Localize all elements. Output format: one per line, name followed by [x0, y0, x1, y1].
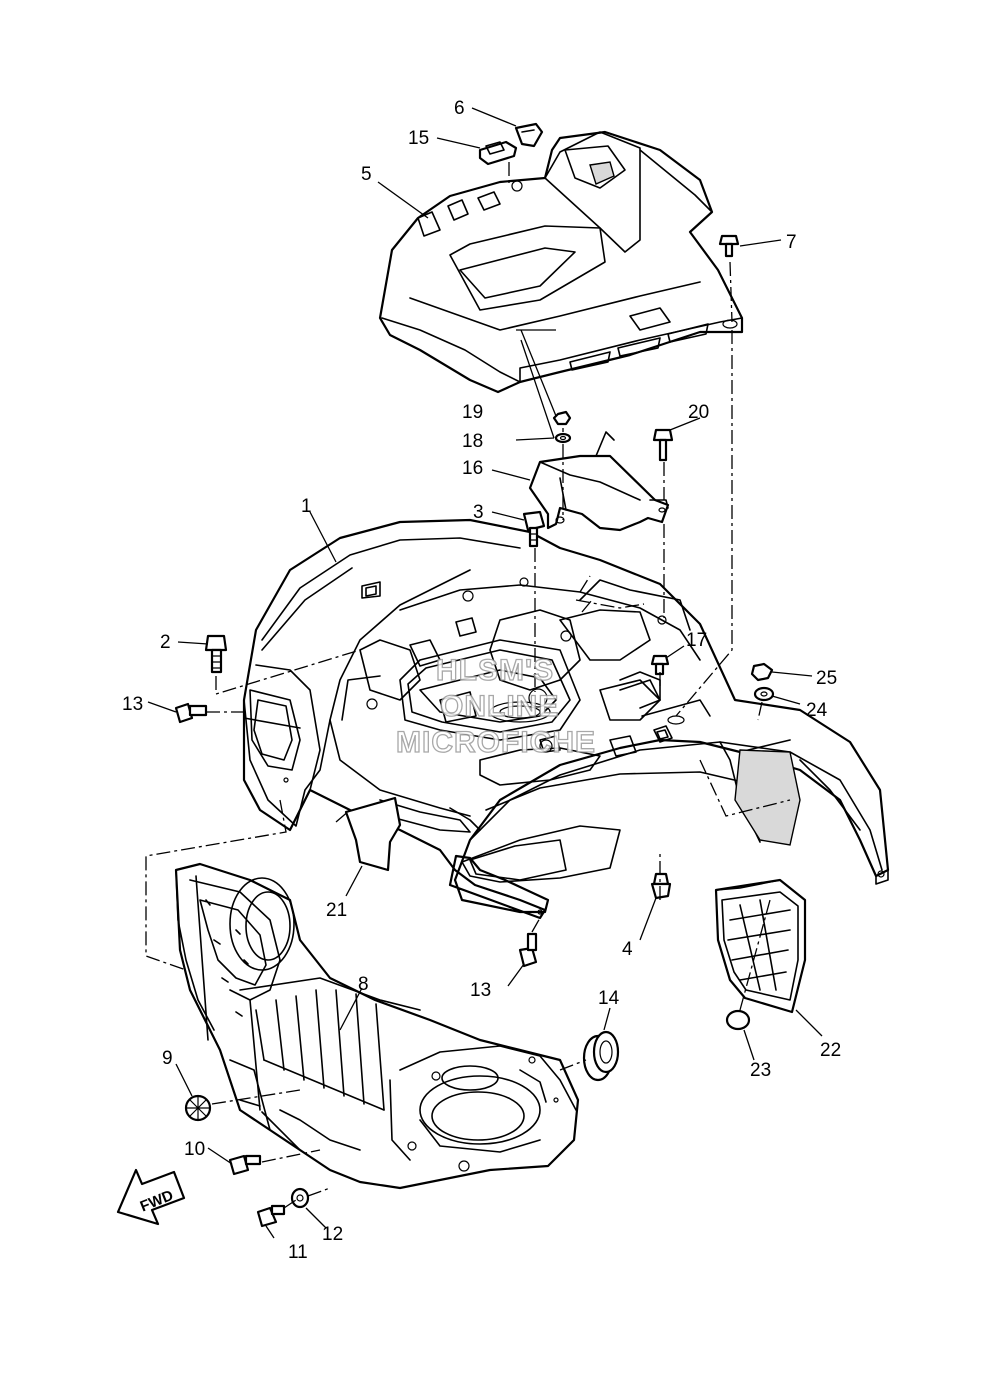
callout-20: 20: [688, 402, 709, 423]
callout-2: 2: [160, 632, 171, 653]
callout-6: 6: [454, 98, 465, 119]
part-13-screw-lower: [518, 932, 538, 968]
callout-15: 15: [408, 128, 429, 149]
part-2-bolt: [204, 634, 228, 674]
part-5-top-cover: [378, 130, 744, 394]
part-18-washer: [554, 432, 572, 444]
callout-5: 5: [361, 164, 372, 185]
callout-22: 22: [820, 1040, 841, 1061]
callout-12: 12: [322, 1224, 343, 1245]
callout-17: 17: [686, 630, 707, 651]
part-10-bolt: [228, 1154, 262, 1176]
callout-23: 23: [750, 1060, 771, 1081]
callout-14: 14: [598, 988, 620, 1009]
leader-lines: [147, 107, 823, 1239]
part-24-washer: [753, 686, 775, 702]
callout-7: 7: [786, 232, 797, 253]
part-20-screw: [652, 428, 674, 462]
callout-1: 1: [301, 496, 312, 517]
part-23-rivet: [725, 1009, 751, 1031]
callout-18: 18: [462, 431, 483, 452]
watermark-line-3: MICROFICHE: [396, 726, 596, 759]
watermark-line-1: HLSM'S: [436, 654, 554, 687]
callout-3: 3: [473, 502, 484, 523]
part-17-screw: [650, 654, 670, 676]
callout-19: 19: [462, 402, 483, 423]
callout-21: 21: [326, 900, 347, 921]
part-16-bracket: [528, 431, 670, 532]
part-9-emblem: [184, 1094, 212, 1122]
part-22-side-guard: [714, 878, 807, 1014]
assembly-lines: [145, 162, 791, 1209]
part-8-grille-guard: [174, 862, 580, 1190]
part-19-nut: [552, 410, 572, 426]
part-13-screw-upper: [174, 702, 208, 724]
part-21-flap: [344, 796, 402, 872]
fwd-direction-arrow: FWD: [116, 1168, 186, 1226]
part-1-front-fender: [242, 518, 890, 920]
part-25-nut: [750, 662, 774, 682]
part-7-screw: [718, 234, 740, 258]
callout-11: 11: [288, 1242, 308, 1263]
watermark-line-2: ONLINE: [440, 690, 559, 723]
part-12-washer: [290, 1187, 310, 1209]
callout-16: 16: [462, 458, 483, 479]
watermark: HLSM'S ONLINE MICROFICHE: [395, 653, 596, 759]
part-15-clip: [478, 140, 518, 166]
callout-4: 4: [622, 939, 633, 960]
callout-13-upper: 13: [122, 694, 143, 715]
callout-10: 10: [184, 1139, 205, 1160]
part-11-bolt: [256, 1204, 286, 1228]
part-14-grommet: [582, 1030, 620, 1082]
callout-9: 9: [162, 1048, 173, 1069]
part-3-bolt: [522, 510, 546, 548]
callout-8: 8: [358, 974, 369, 995]
callout-labels: 1 2 3 4 5 6 7 8 9 10 11 12 13 13 14 15 1…: [122, 98, 841, 1263]
callout-13-lower: 13: [470, 980, 491, 1001]
part-4-screw: [650, 872, 672, 900]
callout-24: 24: [806, 700, 828, 721]
part-6-cap: [514, 122, 544, 148]
callout-25: 25: [816, 668, 837, 689]
